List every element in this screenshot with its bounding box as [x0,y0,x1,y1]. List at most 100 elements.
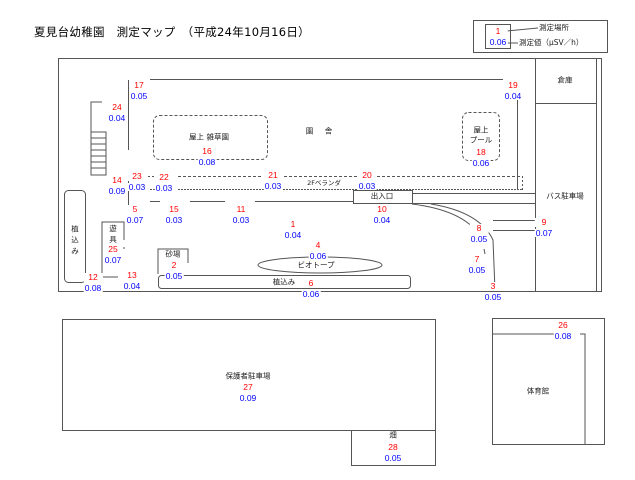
planting-left-outline [64,190,86,283]
point-number: 1 [283,220,303,229]
point-value: 0.03 [263,180,283,191]
point-number: 3 [483,282,503,291]
point-number: 11 [231,205,251,214]
legend-value-label: 測定値（μSV／h） [519,38,584,47]
point-number: 24 [107,103,127,112]
point-number: 16 [197,147,217,156]
point-value: 0.05 [383,452,403,463]
label-gymnasium: 体育館 [526,386,550,396]
label-entrance: 出入口 [370,191,394,201]
point-value: 0.05 [467,264,487,275]
point-value: 0.09 [238,392,258,403]
point-value: 0.03 [127,181,147,192]
point-value: 0.08 [197,156,217,167]
legend-box [473,20,608,53]
point-value: 0.05 [164,270,184,281]
point-number: 12 [83,273,103,282]
point-value: 0.05 [469,233,489,244]
point-number: 14 [107,176,127,185]
legend-sample-no: 1 [488,27,508,36]
point-number: 15 [164,205,184,214]
point-value: 0.06 [301,288,321,299]
point-number: 18 [471,148,491,157]
point-value: 0.07 [125,214,145,225]
point-number: 5 [125,205,145,214]
point-value: 0.04 [122,280,142,291]
point-value: 0.03 [154,182,174,193]
legend-sample-box [485,24,511,49]
label-sandbox: 砂場 [165,249,181,259]
legend-no-label: 測定場所 [539,23,569,32]
label-veranda: 2Fベランダ [307,178,341,187]
rooftop-garden-outline [153,115,268,160]
point-number: 26 [553,321,573,330]
label-planting-left: 植込み [71,224,79,256]
label-rooftop-garden: 屋上 雑草園 [189,132,229,142]
point-value: 0.04 [107,112,127,123]
point-number: 20 [357,171,377,180]
point-value: 0.05 [129,90,149,101]
label-parent-parking: 保護者駐車場 [225,371,271,381]
field-outline [351,430,436,466]
point-number: 2 [164,261,184,270]
point-number: 21 [263,171,283,180]
point-value: 0.06 [308,250,328,261]
point-value: 0.03 [231,214,251,225]
parent-parking-outline [62,319,436,431]
point-value: 0.03 [357,180,377,191]
storage-outline [535,58,597,104]
point-value: 0.03 [164,214,184,225]
point-value: 0.08 [553,330,573,341]
point-number: 19 [503,81,523,90]
point-number: 7 [467,255,487,264]
legend-sample: 1 0.06 [488,27,508,46]
label-rooftop-pool-2: プール [469,135,493,145]
point-value: 0.06 [471,157,491,168]
gym-outer-outline [492,318,605,445]
point-value: 0.04 [503,90,523,101]
point-value: 0.07 [534,227,554,238]
point-number: 6 [301,279,321,288]
label-storage: 倉庫 [557,75,573,85]
point-number: 4 [308,241,328,250]
point-value: 0.04 [372,214,392,225]
point-number: 9 [534,218,554,227]
point-number: 17 [129,81,149,90]
point-number: 27 [238,383,258,392]
label-bus-parking: バス駐車場 [546,191,584,201]
point-number: 8 [469,224,489,233]
page-title: 夏見台幼稚園 測定マップ （平成24年10月16日） [34,25,310,39]
point-value: 0.07 [103,254,123,265]
point-number: 13 [122,271,142,280]
label-field: 畑 [389,430,397,440]
planting-bottom-outline [158,275,411,289]
site-boundary [58,58,602,292]
label-rooftop-pool-1: 屋上 [473,125,489,135]
